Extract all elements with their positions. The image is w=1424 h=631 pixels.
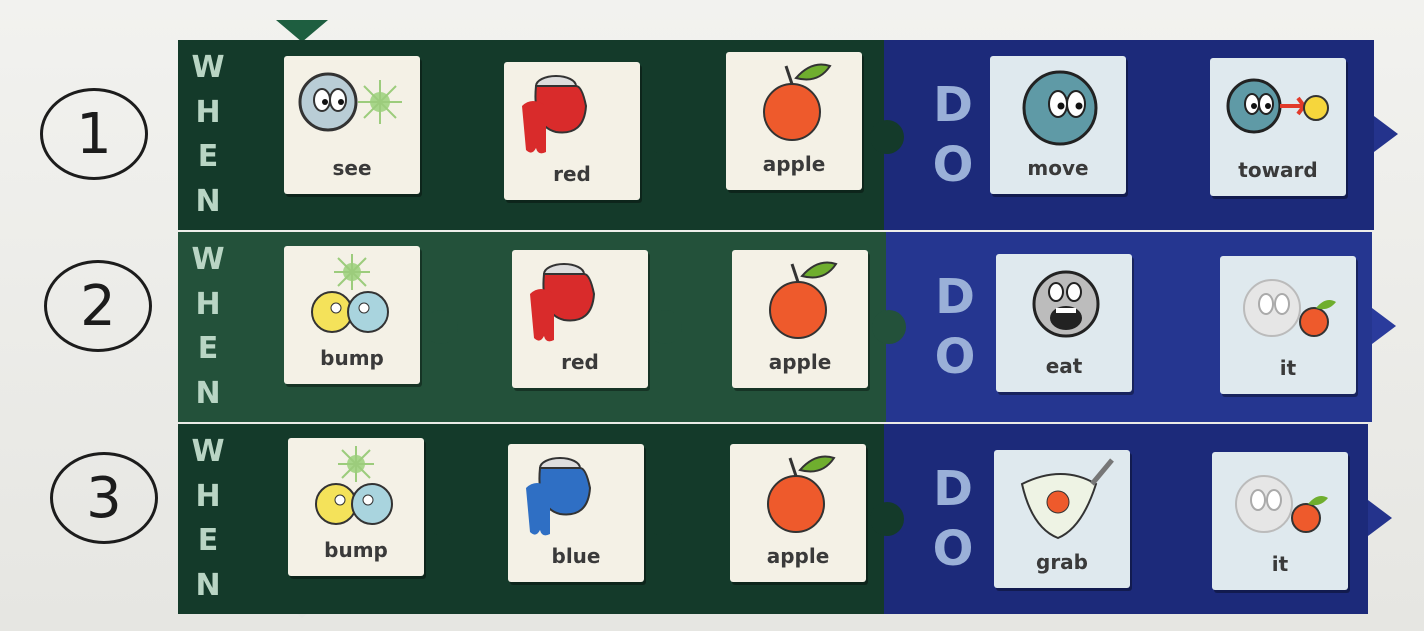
arrow-right-icon [1368,500,1392,536]
card-label: apple [730,544,866,568]
card-move[interactable]: move [990,56,1126,194]
card-it[interactable]: it [1220,256,1356,394]
see-icon [292,60,412,152]
bump-icon [292,250,412,342]
card-apple[interactable]: apple [726,52,862,190]
card-label: bump [288,538,424,562]
card-see[interactable]: see [284,56,420,194]
blue-paint-icon [516,448,636,540]
puzzle-knob [872,310,906,344]
it-icon [1228,260,1348,352]
card-apple[interactable]: apple [732,250,868,388]
puzzle-knob [870,502,904,536]
card-label: move [990,156,1126,180]
puzzle-knob [870,120,904,154]
arrow-right-icon [1374,116,1398,152]
card-label: blue [508,544,644,568]
card-blue[interactable]: blue [508,444,644,582]
card-red[interactable]: red [504,62,640,200]
card-it[interactable]: it [1212,452,1348,590]
step-number-1: 1 [40,88,148,180]
apple-icon [734,56,854,148]
red-paint-icon [520,254,640,346]
card-bump[interactable]: bump [288,438,424,576]
it-icon [1220,456,1340,548]
card-grab[interactable]: grab [994,450,1130,588]
card-label: red [504,162,640,186]
row-1-top-marker [276,20,328,42]
card-red[interactable]: red [512,250,648,388]
card-bump[interactable]: bump [284,246,420,384]
card-label: red [512,350,648,374]
step-number-3: 3 [50,452,158,544]
card-label: toward [1210,158,1346,182]
card-label: apple [726,152,862,176]
card-label: see [284,156,420,180]
card-toward[interactable]: toward [1210,58,1346,196]
puzzle-knob [646,120,680,154]
puzzle-knob [426,502,460,536]
puzzle-knob [648,310,682,344]
card-apple[interactable]: apple [730,444,866,582]
card-label: bump [284,346,420,370]
red-paint-icon [512,66,632,158]
card-label: it [1212,552,1348,576]
apple-icon [738,448,858,540]
puzzle-knob [418,120,452,154]
card-label: apple [732,350,868,374]
puzzle-knob [646,502,680,536]
card-label: eat [996,354,1132,378]
apple-icon [740,254,860,346]
card-label: it [1220,356,1356,380]
card-label: grab [994,550,1130,574]
bump-icon [296,442,416,534]
move-icon [998,60,1118,152]
step-number-2: 2 [44,260,152,352]
grab-icon [1002,454,1122,546]
arrow-right-icon [1372,308,1396,344]
eat-icon [1004,258,1124,350]
puzzle-knob [424,310,458,344]
toward-icon [1218,62,1338,154]
card-eat[interactable]: eat [996,254,1132,392]
